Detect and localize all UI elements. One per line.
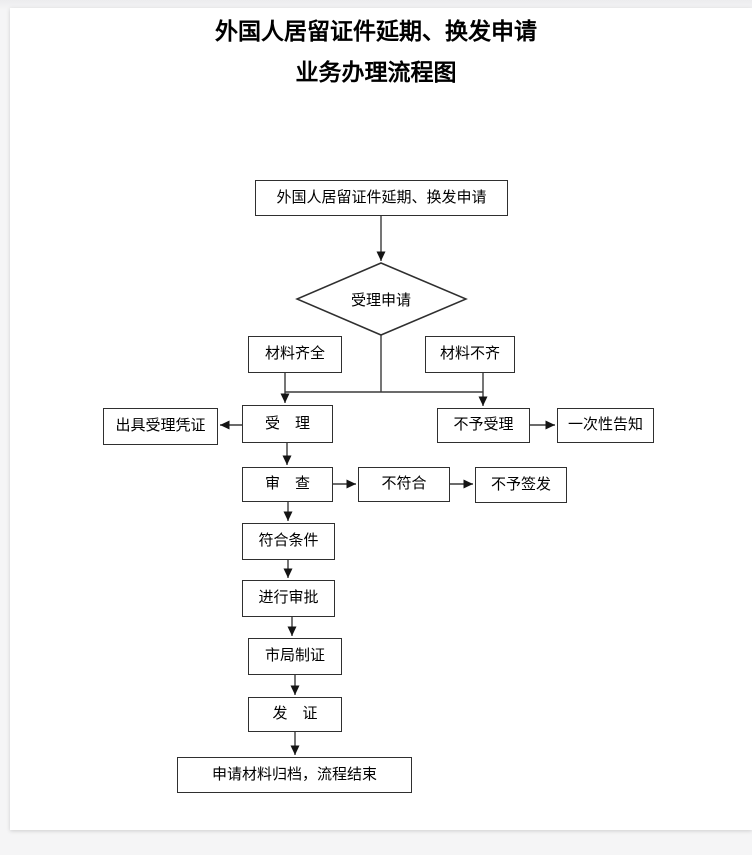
node-issue-cert: 发 证 bbox=[248, 697, 342, 732]
node-review: 审 查 bbox=[242, 467, 333, 502]
node-decision-label: 受理申请 bbox=[350, 292, 411, 309]
node-archive: 申请材料归档，流程结束 bbox=[177, 757, 412, 793]
node-make-cert: 市局制证 bbox=[248, 638, 342, 675]
node-start: 外国人居留证件延期、换发申请 bbox=[255, 180, 508, 216]
node-not-issue: 不予签发 bbox=[475, 467, 567, 503]
node-materials-incomplete: 材料不齐 bbox=[425, 336, 515, 373]
page-title: 外国人居留证件延期、换发申请 业务办理流程图 bbox=[0, 11, 752, 93]
title-line-1: 外国人居留证件延期、换发申请 bbox=[215, 19, 537, 44]
node-accept: 受 理 bbox=[242, 405, 333, 443]
node-reject: 不予受理 bbox=[437, 408, 530, 443]
node-conform: 符合条件 bbox=[242, 523, 335, 560]
node-not-conform: 不符合 bbox=[358, 467, 450, 502]
node-issue-receipt: 出具受理凭证 bbox=[103, 408, 218, 445]
node-approval: 进行审批 bbox=[242, 580, 335, 617]
node-materials-complete: 材料齐全 bbox=[248, 336, 342, 373]
node-one-time-notice: 一次性告知 bbox=[557, 408, 654, 443]
title-line-2: 业务办理流程图 bbox=[295, 60, 457, 85]
